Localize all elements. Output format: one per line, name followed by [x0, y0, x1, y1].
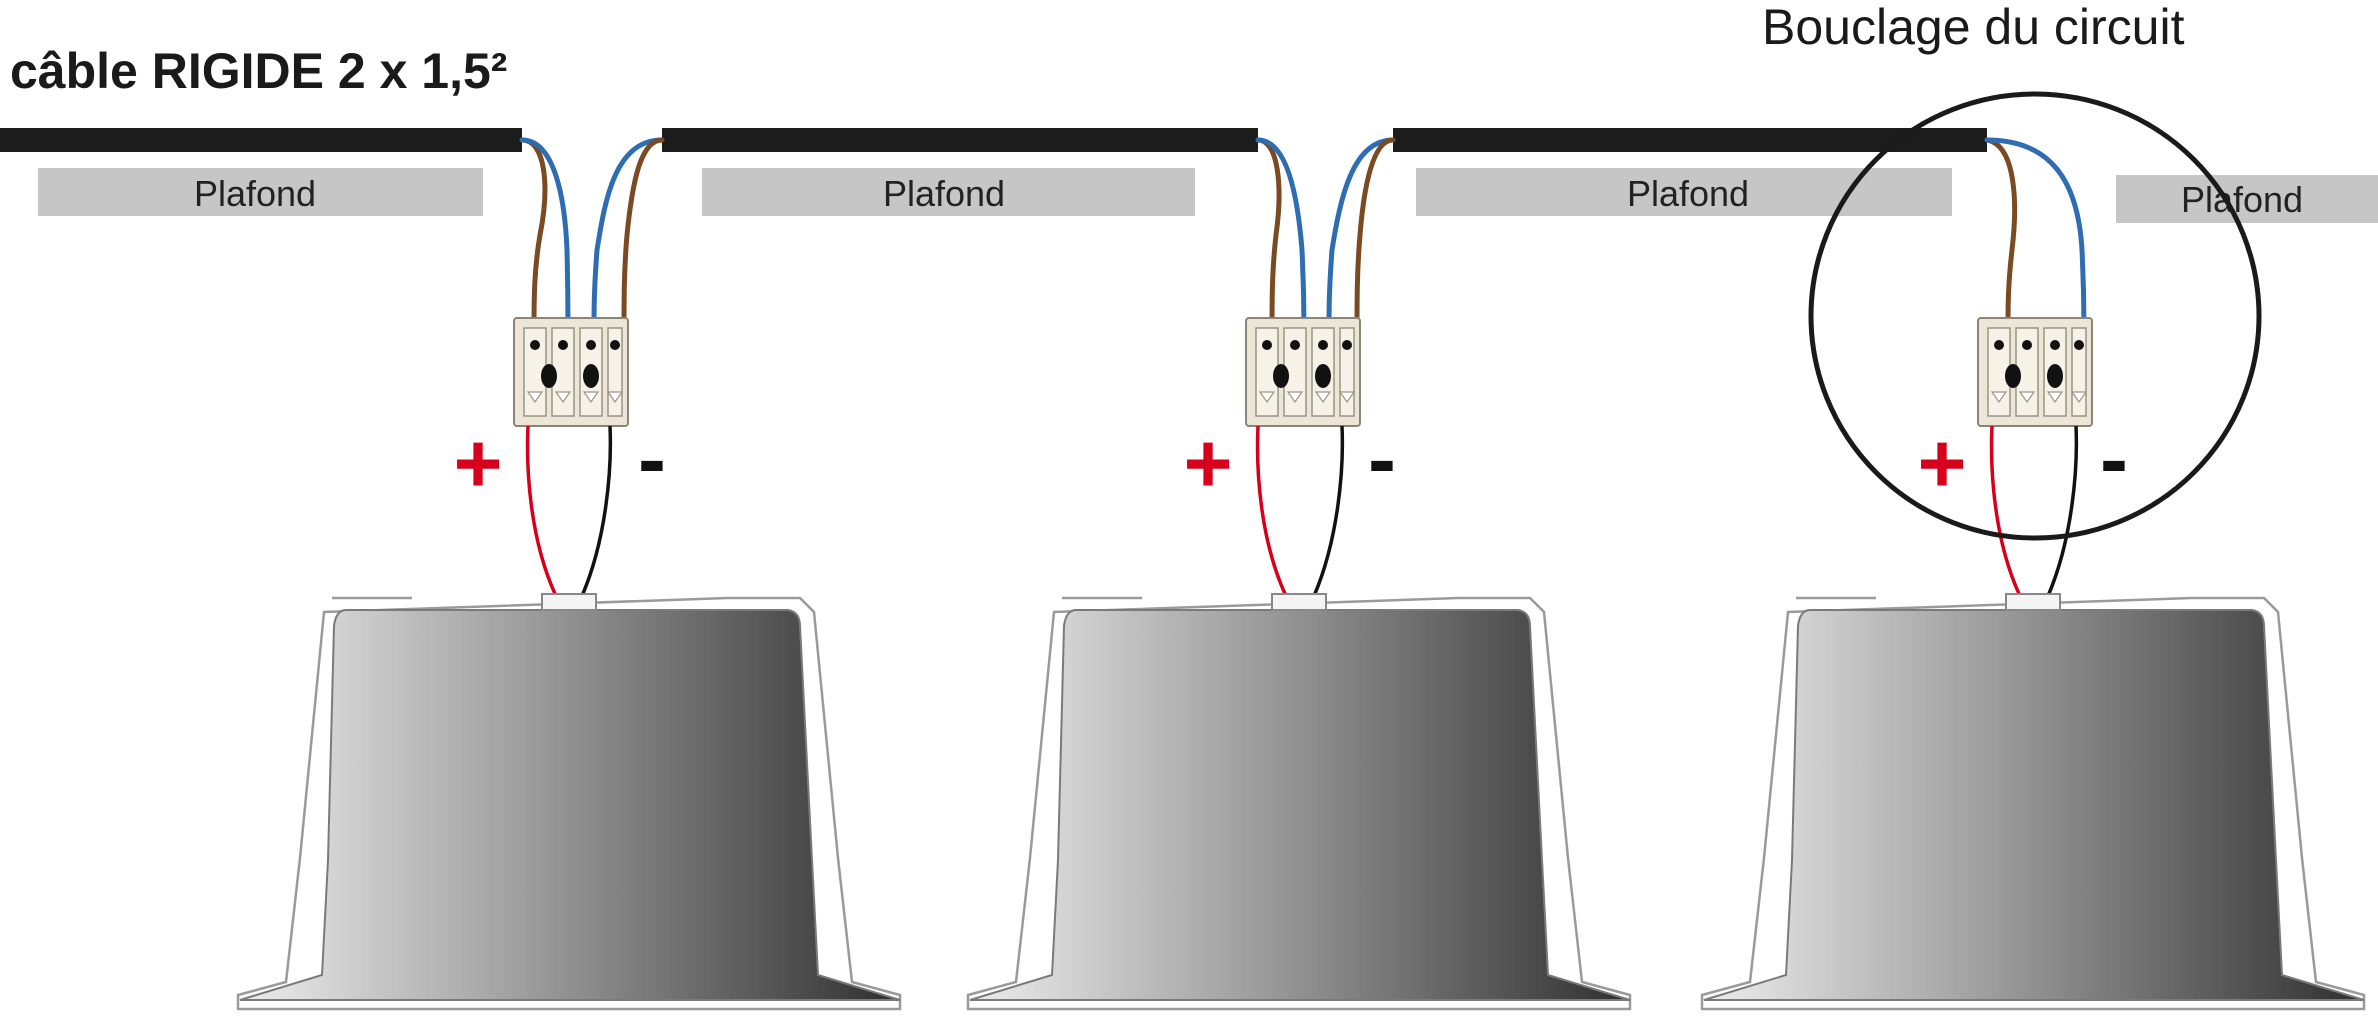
wago-connector-2 [1245, 317, 1361, 427]
loop-highlight-circle [1808, 91, 2262, 541]
ceiling-label-3: Plafond [1627, 173, 1749, 214]
minus-sign-1: - [638, 412, 666, 506]
lamp-housing-2 [966, 593, 1632, 1011]
minus-sign-2: - [1368, 412, 1396, 506]
cable-title: câble RIGIDE 2 x 1,5² [10, 43, 507, 99]
ceiling-strip-3: Plafond [1416, 168, 1952, 216]
lamp-leads-2 [1255, 425, 1345, 597]
ceiling-strip-4: Plafond [2116, 175, 2378, 223]
wago-connector-3 [1977, 317, 2093, 427]
loop-title: Bouclage du circuit [1762, 0, 2185, 55]
ceiling-strip-1: Plafond [38, 168, 483, 216]
lamp-housing-1 [236, 593, 902, 1011]
wago-connector-1 [513, 317, 629, 427]
minus-sign-3: - [2100, 412, 2128, 506]
wires-junction-1 [519, 137, 665, 333]
lamp-leads-1 [525, 425, 613, 597]
ceiling-label-2: Plafond [883, 173, 1005, 214]
wires-junction-2 [1255, 137, 1396, 333]
cable-segment-2 [662, 128, 1258, 152]
cable-segment-1 [0, 128, 522, 152]
ceiling-label-1: Plafond [194, 173, 316, 214]
ceiling-strip-2: Plafond [702, 168, 1195, 216]
ceiling-label-4: Plafond [2181, 179, 2303, 220]
lamp-leads-3 [1989, 425, 2079, 597]
plus-sign-3: + [1917, 416, 1966, 510]
plus-sign-1: + [453, 416, 502, 510]
lamp-housing-3 [1700, 593, 2366, 1011]
wires-junction-3 [1984, 137, 2087, 333]
plus-sign-2: + [1183, 416, 1232, 510]
